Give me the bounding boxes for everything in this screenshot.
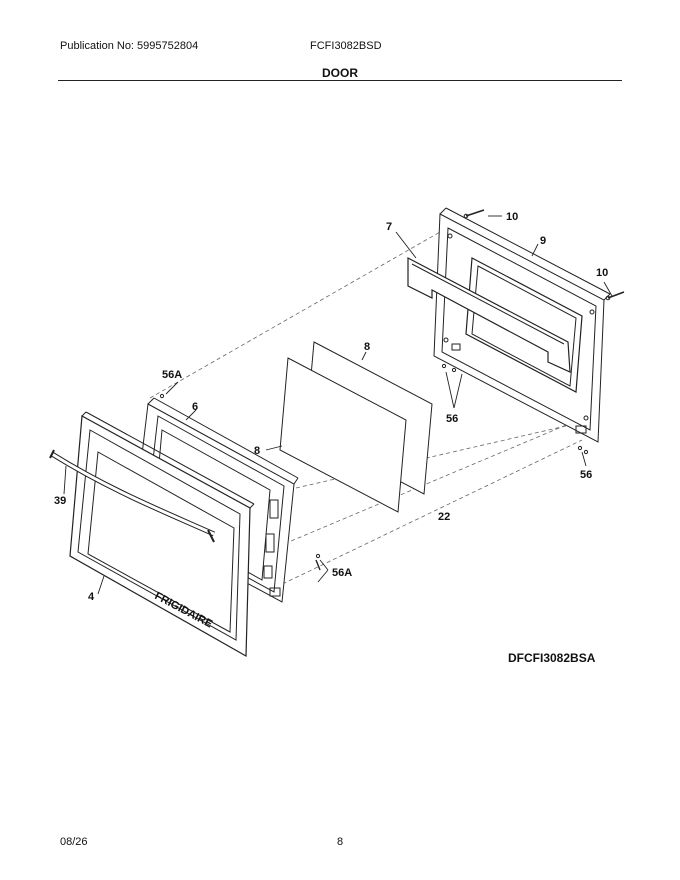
callout-8-lower: 8 <box>254 445 260 457</box>
header-rule <box>58 80 622 81</box>
screw-parts <box>463 209 625 301</box>
glass-panes <box>279 341 433 513</box>
callout-7: 7 <box>386 221 392 233</box>
section-title: DOOR <box>322 66 358 80</box>
door-handle <box>49 449 216 543</box>
callout-39: 39 <box>54 495 66 507</box>
callout-4: 4 <box>88 591 95 603</box>
model-number: FCFI3082BSD <box>310 40 382 52</box>
callout-9: 9 <box>540 235 546 247</box>
callout-56-right: 56 <box>580 469 592 481</box>
leader-lines <box>63 215 613 595</box>
diagram-code: DFCFI3082BSA <box>508 651 596 665</box>
callout-8-upper: 8 <box>364 341 370 353</box>
callout-56-center: 56 <box>446 413 458 425</box>
baffle-channel <box>407 257 571 373</box>
footer-date: 08/26 <box>60 836 88 848</box>
callout-6: 6 <box>192 401 198 413</box>
page-number: 8 <box>337 836 344 848</box>
callout-56a-lower: 56A <box>332 567 352 579</box>
publication-number: Publication No: 5995752804 <box>60 40 199 52</box>
callout-22: 22 <box>438 511 450 523</box>
callout-10-top: 10 <box>506 211 518 223</box>
callout-10-right: 10 <box>596 267 608 279</box>
hardware-parts <box>159 363 589 571</box>
callout-labels: 7 10 9 10 8 56A 6 8 56 56 39 22 4 56A <box>54 211 608 603</box>
callout-56a-upper: 56A <box>162 369 182 381</box>
outer-door-panel <box>69 411 255 658</box>
